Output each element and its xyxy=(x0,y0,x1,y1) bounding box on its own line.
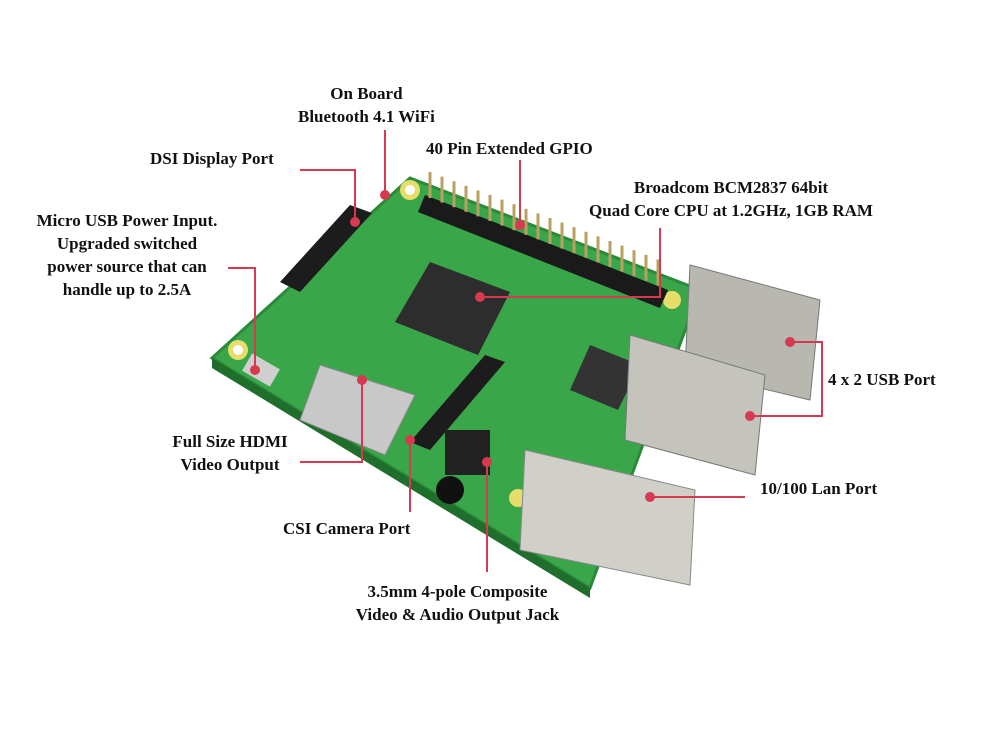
cpu-chip xyxy=(395,262,510,355)
label-usb: 4 x 2 USB Port xyxy=(828,370,936,389)
label-audio: 3.5mm 4-pole Composite Video & Audio Out… xyxy=(325,580,590,626)
gpio-pins xyxy=(428,172,660,286)
label-line: power source that can xyxy=(47,257,207,276)
label-power: Micro USB Power Input. Upgraded switched… xyxy=(26,209,228,301)
label-gpio: 40 Pin Extended GPIO xyxy=(426,139,593,158)
dsi-connector xyxy=(280,205,372,292)
label-line: On Board xyxy=(330,84,403,103)
ram-chip xyxy=(570,345,640,410)
label-line: handle up to 2.5A xyxy=(62,280,192,299)
micro-usb-connector xyxy=(242,353,280,387)
hdmi-connector xyxy=(299,364,416,456)
ethernet-port xyxy=(519,449,696,586)
audio-jack xyxy=(445,430,490,475)
label-line: Broadcom BCM2837 64bit xyxy=(633,178,829,197)
csi-connector xyxy=(410,355,505,450)
label-line: Micro USB Power Input. xyxy=(36,211,218,230)
label-csi: CSI Camera Port xyxy=(283,519,411,538)
label-cpu: Broadcom BCM2837 64bit Quad Core CPU at … xyxy=(555,176,907,222)
label-line: Video Output xyxy=(180,455,280,474)
label-lan: 10/100 Lan Port xyxy=(760,479,878,498)
label-dsi: DSI Display Port xyxy=(150,149,274,168)
label-line: Video & Audio Output Jack xyxy=(355,605,560,624)
label-line: Bluetooth 4.1 WiFi xyxy=(298,107,435,126)
leader-dots xyxy=(250,190,795,502)
label-line: Upgraded switched xyxy=(56,234,198,253)
label-line: 3.5mm 4-pole Composite xyxy=(367,582,548,601)
label-bluetooth: On Board Bluetooth 4.1 WiFi xyxy=(298,82,435,128)
label-line: Full Size HDMI xyxy=(172,432,288,451)
label-hdmi: Full Size HDMI Video Output xyxy=(160,430,300,476)
label-line: Quad Core CPU at 1.2GHz, 1GB RAM xyxy=(589,201,873,220)
leader-lines xyxy=(228,130,823,572)
mount-hole xyxy=(663,291,681,309)
usb-port-bottom xyxy=(624,334,766,476)
gpio-header xyxy=(418,195,668,308)
